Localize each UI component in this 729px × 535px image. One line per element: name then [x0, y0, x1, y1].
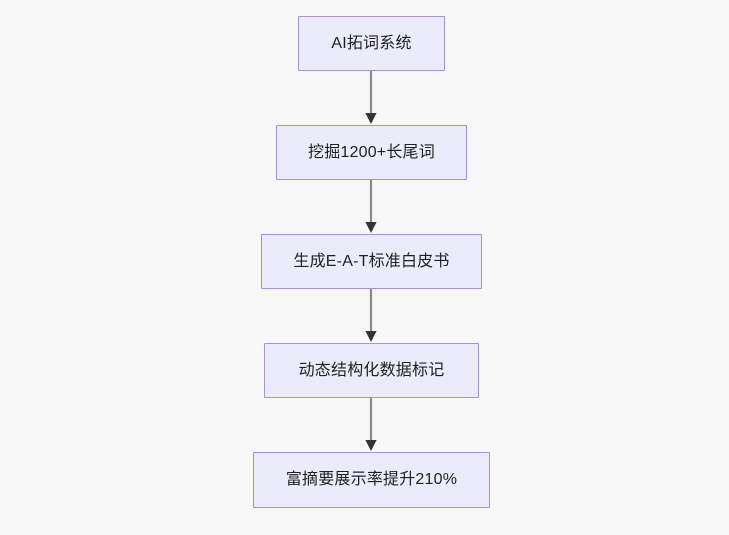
flow-node-1-label: AI拓词系统: [331, 34, 412, 52]
flow-node-3[interactable]: 生成E-A-T标准白皮书: [261, 234, 482, 289]
flow-edge-4-5: [361, 398, 381, 452]
arrow-down-icon: [365, 180, 377, 233]
flow-node-4-label: 动态结构化数据标记: [298, 361, 445, 379]
flow-node-3-label: 生成E-A-T标准白皮书: [293, 252, 450, 270]
flow-node-5-label: 富摘要展示率提升210%: [285, 471, 458, 488]
flow-node-5[interactable]: 富摘要展示率提升210%: [253, 452, 490, 508]
flow-node-1[interactable]: AI拓词系统: [298, 16, 445, 71]
flow-node-4[interactable]: 动态结构化数据标记: [264, 343, 479, 398]
flow-edge-1-2: [361, 71, 381, 125]
arrow-down-icon: [365, 398, 377, 451]
arrow-down-icon: [365, 289, 377, 342]
flow-node-2-label: 挖掘1200+长尾词: [308, 143, 435, 161]
flow-edge-2-3: [361, 180, 381, 234]
flow-edge-3-4: [361, 289, 381, 343]
arrow-down-icon: [365, 71, 377, 124]
flow-node-2[interactable]: 挖掘1200+长尾词: [276, 125, 467, 180]
